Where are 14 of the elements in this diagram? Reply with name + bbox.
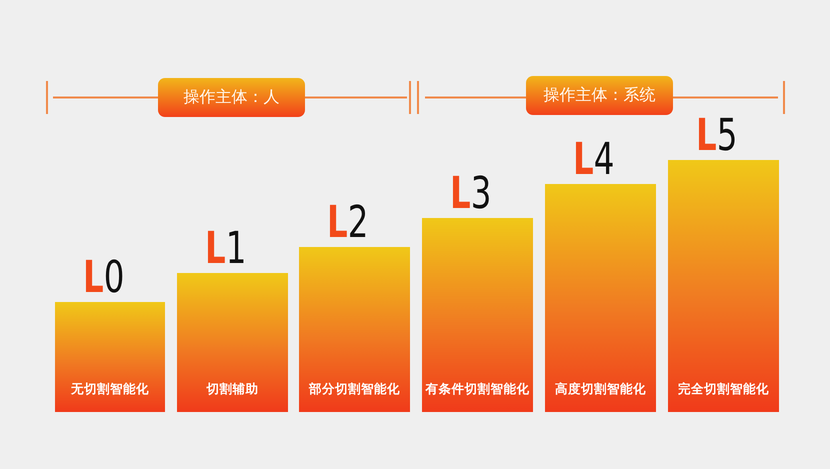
bar-label: 切割辅助 — [206, 381, 258, 398]
bar-label: 高度切割智能化 — [555, 381, 646, 398]
bar-label: 部分切割智能化 — [309, 381, 400, 398]
bar-label: 有条件切割智能化 — [426, 381, 530, 398]
level-number: L3 — [450, 174, 492, 214]
level-number: L2 — [327, 203, 368, 243]
group-heading-tag: 操作主体：系统 — [526, 76, 673, 115]
level-number: L5 — [696, 116, 738, 156]
level-number: L0 — [83, 258, 124, 298]
bar-label: 完全切割智能化 — [678, 381, 769, 398]
bar-label: 无切割智能化 — [71, 381, 149, 398]
level-number: L1 — [205, 229, 246, 269]
group-heading-tag: 操作主体：人 — [158, 78, 305, 117]
level-number: L4 — [573, 140, 614, 180]
